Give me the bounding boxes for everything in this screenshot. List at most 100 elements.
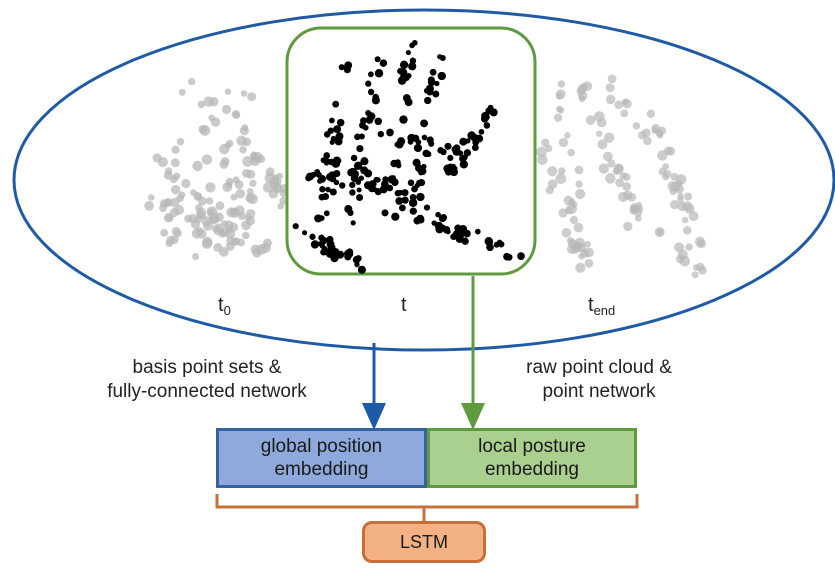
point-cloud-dot bbox=[598, 163, 609, 174]
point-cloud-dot bbox=[351, 176, 358, 182]
point-cloud-dot bbox=[478, 129, 485, 135]
point-cloud-dot bbox=[381, 209, 389, 217]
point-cloud-dot bbox=[234, 180, 244, 190]
point-cloud-dot bbox=[197, 229, 207, 239]
point-cloud-dot bbox=[675, 174, 687, 185]
point-cloud-dot bbox=[357, 265, 366, 274]
point-cloud-dot bbox=[160, 228, 169, 237]
point-cloud-dot bbox=[682, 201, 693, 212]
point-cloud-dot bbox=[675, 184, 684, 194]
point-cloud-dot bbox=[691, 271, 699, 279]
point-cloud-dot bbox=[605, 94, 616, 105]
point-cloud-dot bbox=[677, 196, 684, 204]
time-sequence-ellipse bbox=[12, 8, 835, 352]
point-cloud-dot bbox=[461, 237, 469, 245]
point-cloud-dot bbox=[557, 80, 566, 88]
point-cloud-dot bbox=[619, 172, 628, 180]
point-cloud-dot bbox=[432, 90, 440, 98]
point-cloud-dot bbox=[170, 158, 180, 168]
point-cloud-dot bbox=[199, 125, 211, 136]
point-cloud-dot bbox=[651, 127, 659, 134]
point-cloud-dot bbox=[197, 100, 206, 109]
point-cloud-dot bbox=[580, 249, 590, 258]
point-cloud-dot bbox=[192, 160, 203, 172]
point-cloud-dot bbox=[170, 184, 181, 195]
point-cloud-dot bbox=[398, 204, 406, 212]
point-cloud-dot bbox=[176, 137, 185, 146]
point-cloud-dot bbox=[615, 178, 624, 188]
point-cloud-dot bbox=[541, 138, 550, 148]
point-cloud-dot bbox=[335, 132, 344, 141]
point-cloud-dot bbox=[354, 261, 360, 268]
point-cloud-dot bbox=[423, 204, 431, 211]
point-cloud-dot bbox=[332, 248, 340, 256]
point-cloud-dot bbox=[397, 189, 404, 196]
point-cloud-dot bbox=[241, 168, 251, 178]
point-cloud-dot bbox=[277, 202, 285, 210]
point-cloud-dot bbox=[425, 151, 432, 158]
point-cloud-dot bbox=[447, 154, 454, 161]
point-cloud-dot bbox=[318, 234, 325, 241]
local-posture-embedding-box: local posture embedding bbox=[427, 428, 637, 488]
point-cloud-dot bbox=[613, 163, 624, 174]
point-cloud-dot bbox=[545, 186, 554, 195]
point-cloud-dot bbox=[236, 135, 247, 146]
point-cloud-dot bbox=[309, 233, 316, 240]
point-cloud-dot bbox=[302, 230, 308, 236]
point-cloud-dot bbox=[373, 176, 379, 183]
point-cloud-dot bbox=[452, 147, 461, 156]
point-cloud-dot bbox=[318, 193, 326, 201]
point-cloud-dot bbox=[536, 146, 547, 158]
point-cloud-dot bbox=[663, 169, 672, 179]
point-cloud-dot bbox=[569, 215, 579, 225]
point-cloud-dot bbox=[174, 204, 185, 215]
point-cloud-dot bbox=[420, 119, 429, 128]
point-cloud-dot bbox=[677, 249, 688, 260]
point-cloud-dot bbox=[349, 181, 356, 189]
point-cloud-dot bbox=[358, 133, 365, 140]
point-cloud-dot bbox=[226, 236, 236, 246]
right-branch-label: raw point cloud & point network bbox=[526, 357, 672, 402]
point-cloud-dot bbox=[330, 253, 339, 263]
point-cloud-dot bbox=[416, 214, 425, 223]
point-cloud-dot bbox=[336, 118, 345, 127]
point-cloud-dot bbox=[632, 122, 641, 130]
point-cloud-dot bbox=[226, 207, 237, 218]
point-cloud-dot bbox=[402, 74, 410, 82]
point-cloud-dot bbox=[364, 169, 373, 178]
point-cloud-dot bbox=[574, 165, 584, 175]
point-cloud-dot bbox=[381, 183, 389, 191]
point-cloud-dot bbox=[310, 240, 320, 249]
point-cloud-dot bbox=[218, 246, 229, 257]
point-cloud-dot bbox=[247, 92, 257, 102]
point-cloud-dot bbox=[374, 118, 381, 125]
point-cloud-dot bbox=[688, 211, 699, 222]
point-cloud-dot bbox=[219, 159, 229, 169]
point-cloud-dot bbox=[249, 179, 257, 187]
point-cloud-dot bbox=[622, 182, 632, 191]
point-cloud-dot bbox=[225, 181, 233, 189]
point-cloud-dot bbox=[451, 232, 458, 240]
point-cloud-dot bbox=[472, 144, 479, 152]
point-cloud-dot bbox=[326, 235, 334, 244]
point-cloud-dot bbox=[425, 84, 434, 93]
point-cloud-dot bbox=[332, 100, 340, 108]
point-cloud-dot bbox=[165, 239, 174, 248]
point-cloud-dot bbox=[435, 211, 441, 218]
point-cloud-dot bbox=[242, 156, 253, 167]
point-cloud-dot bbox=[558, 167, 566, 175]
point-cloud-dot bbox=[190, 189, 197, 197]
point-cloud-dot bbox=[565, 206, 573, 215]
point-cloud-dot bbox=[411, 134, 420, 142]
point-cloud-dot bbox=[607, 159, 616, 168]
point-cloud-dot bbox=[240, 90, 248, 97]
point-cloud-dot bbox=[165, 213, 174, 222]
point-cloud-dot bbox=[684, 192, 693, 201]
point-cloud-dot bbox=[408, 198, 418, 208]
point-cloud-dot bbox=[685, 243, 693, 251]
point-cloud-dot bbox=[563, 195, 574, 206]
point-cloud-dot bbox=[173, 229, 182, 238]
point-cloud-dot bbox=[694, 236, 706, 247]
point-cloud-dot bbox=[402, 94, 411, 102]
